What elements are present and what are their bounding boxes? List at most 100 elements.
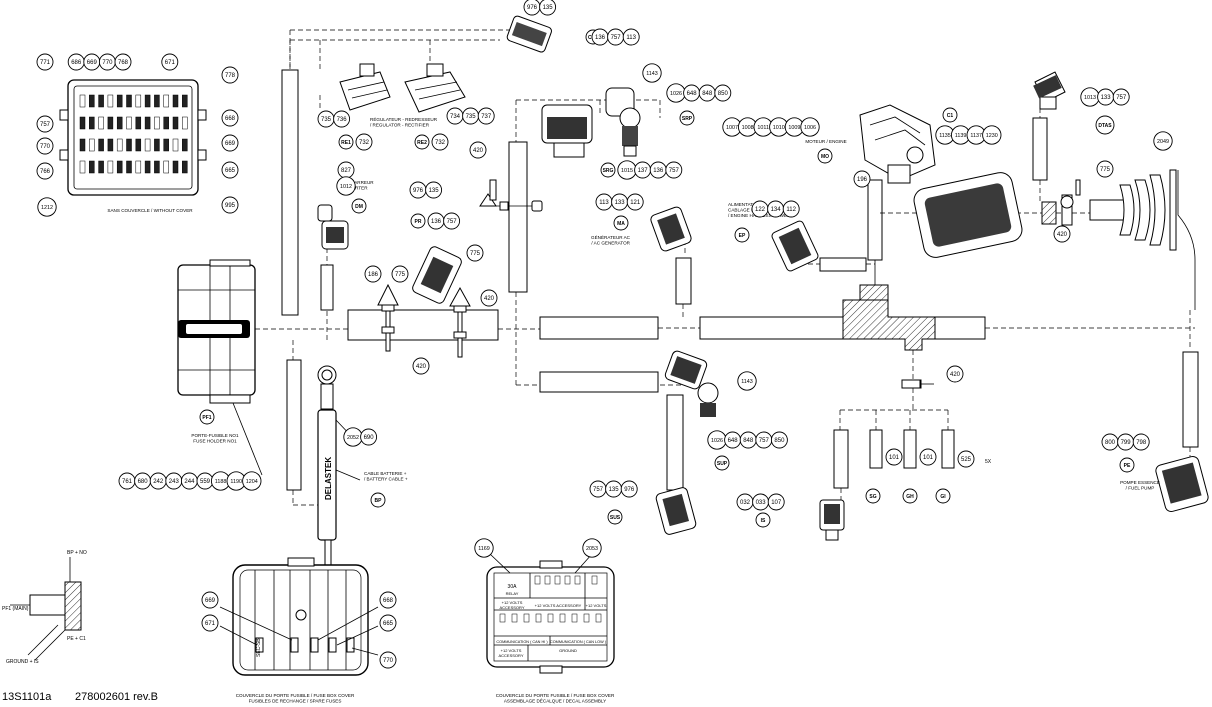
part-number: 827 — [341, 168, 352, 174]
part-number: 420 — [416, 364, 427, 370]
part-number-bubble — [425, 181, 443, 199]
part-number: 766 — [40, 169, 51, 175]
v12-acc-center: +12 VOLTS ACCESSORY — [535, 603, 582, 608]
part-number-bubble — [201, 591, 219, 609]
label-starter: DÉMARREUR/ STARTER — [344, 179, 374, 191]
part-number-bubble — [620, 480, 638, 498]
part-number: 850 — [774, 438, 785, 444]
code-re2: RE2 — [414, 134, 430, 150]
code-ep: EP — [734, 227, 750, 243]
part-number-bubble — [1132, 433, 1150, 451]
part-number: 770 — [383, 658, 394, 664]
part-number: 757 — [611, 35, 622, 41]
fuse-box-cover-spare: SEC-SB — [219, 557, 379, 676]
connector-pin — [154, 116, 160, 130]
part-number: 135 — [609, 487, 620, 493]
part-number-bubble — [582, 538, 602, 558]
part-number-bubble — [36, 115, 54, 133]
part-number: 995 — [225, 203, 236, 209]
battery-cable — [317, 365, 361, 566]
part-number: 768 — [118, 60, 129, 66]
callout-dec_1169: 1169 — [474, 538, 494, 558]
fuse-box-decal: 30A RELAY +12 VOLTS ACCESSORY +12 VOLTS … — [486, 553, 615, 674]
part-number-bubble — [379, 651, 397, 669]
part-number: 669 — [225, 141, 236, 147]
callout-top1143: 1143 — [642, 63, 662, 83]
callout-sup_1143: 1143 — [737, 371, 757, 391]
callout-n101a: 101 — [885, 448, 903, 466]
connector-pin — [79, 94, 86, 108]
part-number: 186 — [368, 272, 379, 278]
part-number: 1026 — [670, 91, 682, 97]
label-fuse_cover2: COUVERCLE DU PORTE FUSIBLE / FUSE BOX CO… — [496, 693, 615, 704]
part-number: 033 — [756, 500, 767, 506]
part-number: 1230 — [986, 133, 998, 139]
connector-pin — [144, 94, 151, 108]
part-number-bubble — [714, 84, 732, 102]
connector-pin — [144, 160, 151, 174]
connector-pin — [172, 94, 179, 108]
part-number: 135 — [543, 5, 554, 11]
part-number: 798 — [1136, 440, 1147, 446]
part-number: 1006 — [804, 125, 816, 131]
ground-decal: GROUND — [559, 648, 577, 653]
connector-pin — [163, 138, 169, 152]
part-number: 1010 — [773, 125, 785, 131]
routing-lines — [281, 29, 1199, 506]
part-number: 1007 — [726, 125, 738, 131]
callout-cov_668: 668 — [379, 591, 397, 609]
callout-cov_671: 671 — [201, 614, 219, 632]
part-number: 665 — [225, 168, 236, 174]
label-fuse_cover1: COUVERCLE DU PORTE FUSIBLE / FUSE BOX CO… — [236, 693, 355, 704]
connectors — [317, 15, 1209, 541]
part-number-bubble — [474, 538, 494, 558]
part-number-bubble — [360, 428, 378, 446]
part-number: 757 — [447, 219, 458, 225]
part-number-bubble — [800, 117, 820, 137]
part-number: 101 — [923, 455, 934, 461]
connector-pin — [126, 94, 132, 108]
part-number-bubble — [221, 196, 239, 214]
connector-pin — [79, 160, 86, 174]
part-number-bubble — [1112, 88, 1130, 106]
part-number: 2049 — [1157, 139, 1169, 145]
part-number: 761 — [122, 479, 133, 485]
svg-text:EP: EP — [739, 233, 746, 239]
callout-n420b: 420 — [469, 141, 487, 159]
callout-n2049: 2049 — [1153, 131, 1173, 151]
svg-text:IS: IS — [761, 518, 766, 524]
part-number: 113 — [626, 35, 636, 41]
part-number: 800 — [1105, 440, 1116, 446]
svg-text:SUS: SUS — [610, 515, 621, 521]
callout-right_665: 665 — [221, 161, 239, 179]
connector-pin — [154, 94, 160, 108]
part-number-bubble — [221, 66, 239, 84]
callout-n525: 525 — [957, 450, 975, 468]
connector-pin — [79, 116, 86, 130]
relay-label: RELAY — [506, 591, 519, 596]
part-number: 1190 — [230, 479, 242, 485]
part-number: 1204 — [246, 479, 258, 485]
part-number: 799 — [1121, 440, 1132, 446]
main-harness — [255, 179, 1195, 351]
part-number-bubble — [982, 125, 1002, 145]
part-number: 848 — [743, 438, 754, 444]
part-number: 420 — [473, 148, 484, 154]
part-number: 757 — [40, 122, 51, 128]
callout-n775c: 775 — [466, 244, 484, 262]
callout-starter_nums: 827 — [337, 161, 355, 179]
part-number: 757 — [669, 168, 680, 174]
part-number-bubble — [737, 371, 757, 391]
part-number: 2052 — [347, 435, 359, 441]
svg-text:RE1: RE1 — [341, 140, 351, 146]
part-number-bubble — [443, 212, 461, 230]
connector-pin — [116, 160, 123, 174]
callout-left_757: 757 — [36, 115, 54, 133]
part-number: 1188 — [215, 479, 227, 485]
part-number-bubble — [355, 133, 373, 151]
part-number: 1169 — [478, 546, 490, 552]
part-number: 1009 — [788, 125, 800, 131]
part-number: 976 — [413, 188, 424, 194]
